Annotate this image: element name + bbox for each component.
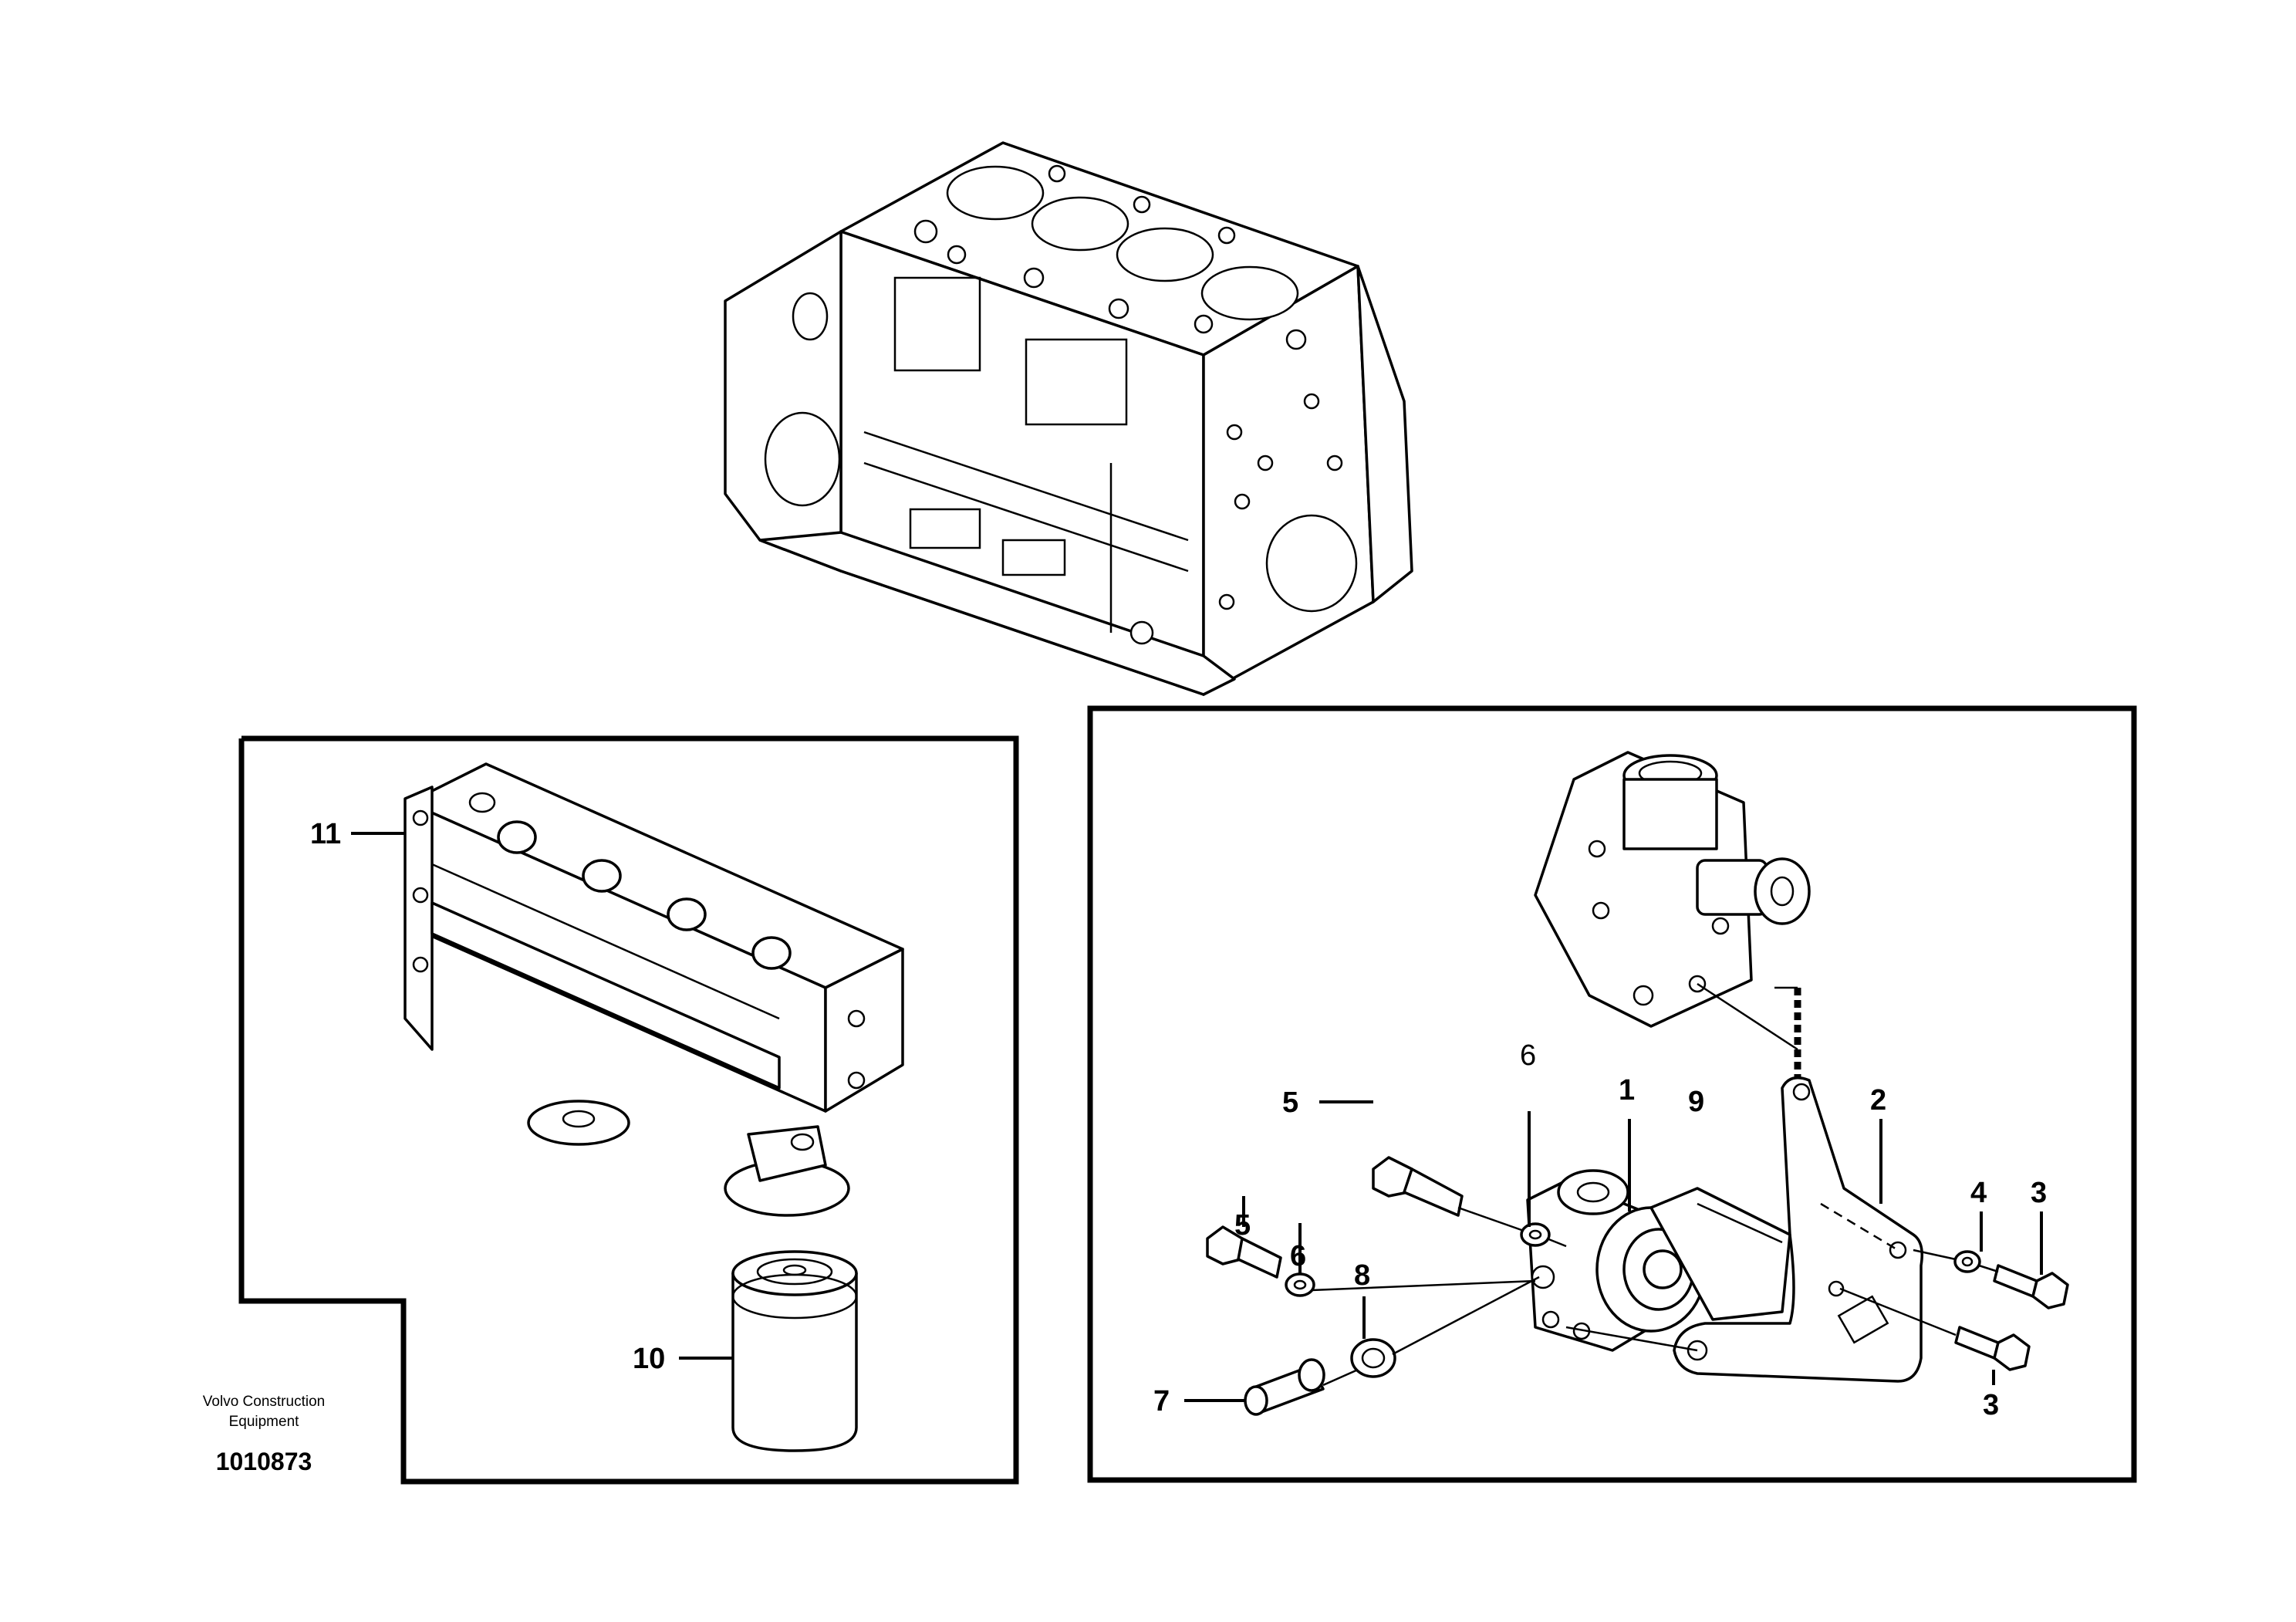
- oil-filter-illustration: [731, 1250, 858, 1452]
- callout-3-upper: 3: [2031, 1177, 2047, 1209]
- callout-6-upper: 6: [1520, 1039, 1536, 1072]
- company-name-line1: Volvo Construction: [203, 1394, 325, 1410]
- bolt-3-lower: [1954, 1326, 2031, 1371]
- oil-cooler-illustration: [403, 762, 904, 1217]
- engine-block-illustration: [724, 141, 1413, 696]
- fitting-7: [1244, 1358, 1325, 1416]
- callout-2: 2: [1870, 1084, 1886, 1117]
- detail-frame-left: [238, 735, 1019, 1485]
- callout-5-lower: 5: [1234, 1209, 1251, 1242]
- callout-3-lower: 3: [1983, 1389, 1999, 1421]
- document-number: 1010873: [216, 1448, 312, 1475]
- bolt-5-lower: [1206, 1225, 1282, 1279]
- callout-5-upper: 5: [1282, 1086, 1298, 1119]
- callout-6-lower: 6: [1290, 1240, 1306, 1272]
- callout-11: 11: [310, 818, 341, 850]
- company-name-line2: Equipment: [229, 1414, 300, 1430]
- callout-7: 7: [1153, 1385, 1170, 1418]
- assembly-guide-lines: [1311, 1206, 1999, 1387]
- bolt-5-upper: [1372, 1156, 1464, 1217]
- callout-1: 1: [1619, 1074, 1635, 1107]
- callout-4: 4: [1970, 1177, 1987, 1209]
- pump-body-illustration: [1526, 1169, 1791, 1352]
- callout-leaders: [351, 832, 2043, 1402]
- water-pump-housing-illustration: [1534, 751, 1811, 1028]
- bolt-3-upper: [1993, 1264, 2069, 1309]
- callout-9: 9: [1688, 1086, 1704, 1118]
- callout-10: 10: [633, 1343, 665, 1375]
- housing-link-line: [1697, 982, 1798, 1051]
- callout-8: 8: [1354, 1259, 1370, 1292]
- detail-frame-right: [1087, 705, 2137, 1483]
